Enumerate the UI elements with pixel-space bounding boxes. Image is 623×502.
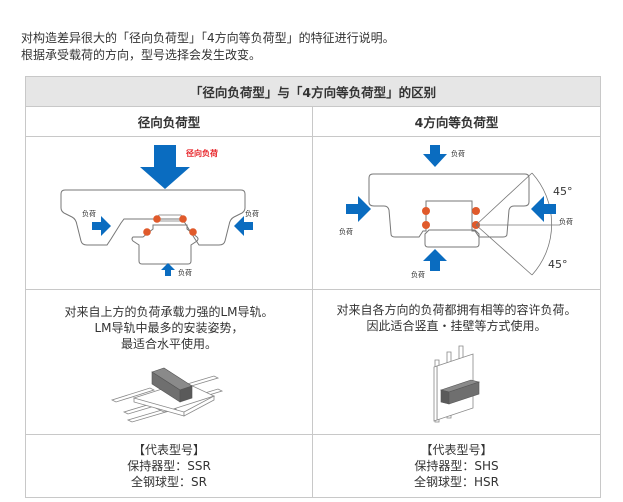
rail-outline-icon (131, 224, 199, 265)
column-header-radial: 径向负荷型 (25, 106, 313, 137)
4way-diagram-svg: 负荷 45° 45° 负荷 (339, 145, 573, 279)
carriage-block-icon (439, 379, 480, 405)
4way-description-cell: 对来自各方向的负荷都拥有相等的容许负荷。 因此适合竖直・挂壁等方式使用。 (312, 289, 601, 435)
ball-icon (422, 221, 430, 229)
table-title: 「径向负荷型」与「4方向等负荷型」的区别 (25, 76, 601, 107)
bottom-load-label: 负荷 (178, 268, 192, 277)
intro-line-1: 对构造差异很大的「径向负荷型」「4方向等负荷型」的特征进行说明。 (21, 31, 395, 45)
vertical-mount-illustration (433, 345, 480, 423)
left-load-label: 负荷 (82, 209, 96, 218)
model-full-ball-type: 全钢球型：SR (131, 475, 207, 489)
carriage-outline-icon (60, 189, 246, 246)
ball-icon (472, 207, 480, 215)
bottom-load-label: 负荷 (411, 270, 425, 279)
ball-icon (422, 207, 430, 215)
radial-load-diagram: 径向负荷 负荷 负荷 负荷 (25, 136, 313, 290)
angle-upper-label: 45° (553, 185, 573, 198)
4way-models-cell: 【代表型号】 保持器型：SHS 全钢球型：HSR (312, 434, 601, 498)
radial-description-line: 最适合水平使用。 (120, 337, 217, 351)
model-cage-type: 保持器型：SHS (414, 459, 499, 473)
4way-load-diagram: 负荷 45° 45° 负荷 (312, 136, 601, 290)
models-heading: 【代表型号】 (420, 443, 493, 457)
model-full-ball-type: 全钢球型：HSR (414, 475, 499, 489)
radial-models-cell: 【代表型号】 保持器型：SSR 全钢球型：SR (25, 434, 313, 498)
right-load-label: 负荷 (559, 217, 573, 226)
left-load-arrow-icon (92, 216, 111, 236)
radial-description-line: LM导轨中最多的安装姿势， (94, 321, 244, 335)
horizontal-mount-illustration (110, 367, 224, 423)
model-cage-type: 保持器型：SSR (127, 459, 211, 473)
top-load-label: 负荷 (451, 149, 465, 158)
comparison-table: 「径向负荷型」与「4方向等负荷型」的区别 径向负荷型 4方向等负荷型 径向负荷 (25, 76, 601, 498)
radial-load-label: 径向负荷 (186, 148, 218, 158)
models-heading: 【代表型号】 (132, 443, 205, 457)
radial-load-arrow-icon (140, 145, 190, 189)
angle-lower-label: 45° (548, 258, 568, 271)
ball-icon (189, 228, 197, 236)
left-load-label: 负荷 (339, 227, 353, 236)
right-load-arrow-icon (234, 216, 253, 236)
bottom-load-arrow-icon (423, 249, 447, 271)
right-load-label: 负荷 (245, 209, 259, 218)
intro-text: 对构造差异很大的「径向负荷型」「4方向等负荷型」的特征进行说明。 根据承受载荷的… (21, 30, 395, 64)
4way-description-line: 对来自各方向的负荷都拥有相等的容许负荷。 (336, 303, 577, 317)
radial-description-line: 对来自上方的负荷承载力强的LM导轨。 (64, 305, 274, 319)
radial-description-cell: 对来自上方的负荷承载力强的LM导轨。 LM导轨中最多的安装姿势， 最适合水平使用… (25, 289, 313, 435)
intro-line-2: 根据承受载荷的方向，型号选择会发生改变。 (21, 48, 262, 62)
rail-outline-icon (424, 229, 480, 248)
left-load-arrow-icon (346, 196, 371, 222)
ball-icon (179, 215, 187, 223)
right-load-arrow-icon (531, 196, 556, 222)
bottom-load-arrow-icon (161, 263, 175, 276)
column-header-4way: 4方向等负荷型 (312, 106, 601, 137)
radial-diagram-svg: 径向负荷 负荷 负荷 负荷 (60, 145, 259, 277)
ball-icon (153, 215, 161, 223)
top-load-arrow-icon (423, 145, 447, 167)
carriage-block-icon (151, 367, 193, 403)
ball-icon (143, 228, 151, 236)
carriage-outline-icon (368, 173, 530, 238)
4way-description-line: 因此适合竖直・挂壁等方式使用。 (366, 319, 547, 333)
